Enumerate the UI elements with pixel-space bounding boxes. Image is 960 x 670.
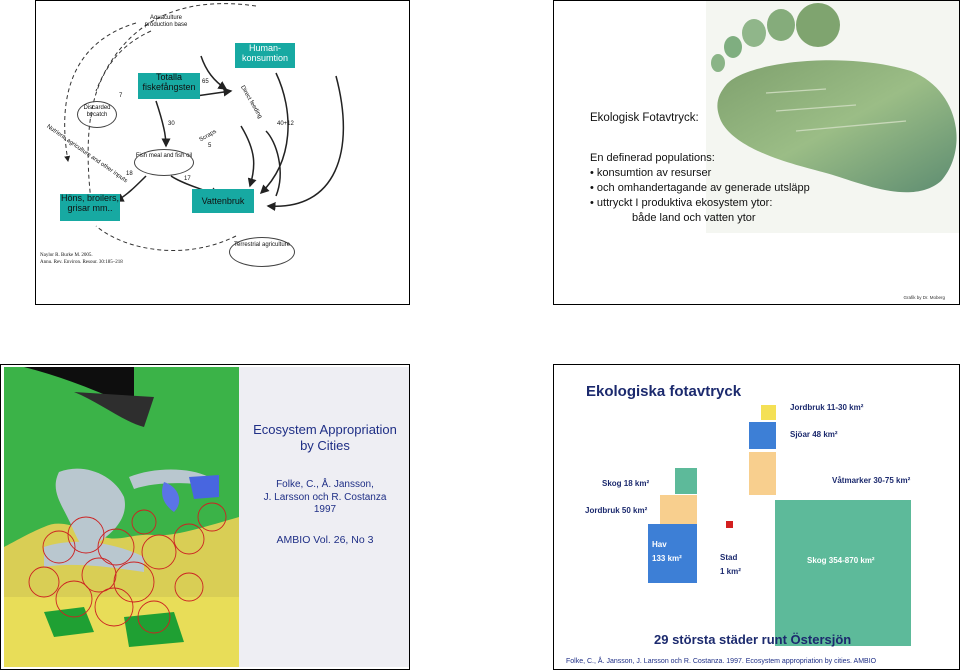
caption: 29 största städer runt Östersjön [654,632,852,647]
footprint-icon [711,3,957,193]
intro-line: En definerad populations: [590,152,715,164]
square-skog-right [775,500,911,646]
label-jordbruk-right: Jordbruk 11-30 km² [790,403,864,412]
slide-ecological-footprint: Ekologisk Fotavtryck: En definerad popul… [553,0,960,305]
right-panel-background [239,367,409,667]
graphic-credit: Grafik by Dr. Moberg [903,295,945,300]
node-aquaculture: Aquaculture production base [144,15,188,28]
citation-block: Folke, C., Å. Jansson, J. Larsson och R.… [263,479,387,546]
node-fish-meal: Fish meal and fish oil [134,149,194,176]
flow-value-17: 17 [184,176,191,182]
footprint-photo [706,1,959,233]
node-discarded-bycatch: Discarded bycatch [77,101,117,128]
node-human-consumption: Human-konsumtion [235,43,295,68]
definition-text: En definerad populations: • konsumtion a… [590,151,810,226]
slide-footprint-areas: Ekologiska fotavtryck Jordbruk 11-30 km²… [553,364,960,670]
node-total-catch: Totalla fiskefångsten [138,72,200,99]
label-sjoar: Sjöar 48 km² [790,430,838,439]
label-jordbruk-left: Jordbruk 50 km² [585,506,648,515]
bullet-item: • och omhandertagande av generade utsläp… [590,182,810,194]
bullet-item: • konsumtion av resurser [590,167,712,179]
flow-arrows [64,3,345,251]
square-jordbruk-left [660,495,697,524]
label-vatmarker: Våtmarker 30-75 km² [832,476,911,485]
flow-value-5: 5 [208,143,212,149]
node-terrestrial: Terrestrial agriculture [229,237,295,267]
label-skog-left: Skog 18 km² [602,479,650,488]
slide-ecosystem-appropriation: Ecosystem Appropriation by Cities Folke,… [0,364,410,670]
citation: Folke, C., Å. Jansson, J. Larsson och R.… [566,658,877,665]
baltic-map-graphic [4,367,239,667]
slide-title: Ekologisk Fotavtryck: [590,112,699,124]
continuation-line: både land och vatten ytor [632,212,756,224]
square-sjoar [749,422,776,449]
nordic-map [4,367,239,667]
slide-aquaculture-flow: Aquaculture production base Human-konsum… [35,0,410,305]
square-skog-left [675,468,697,494]
label-stad: Stad 1 km² [720,553,741,576]
bullet-item: • uttryckt I produktiva ekosystem ytor: [590,197,773,209]
label-hav: Hav 133 km² [652,540,682,563]
square-jordbruk-right [761,405,776,420]
flow-value-65: 65 [202,79,209,85]
square-vatmarker [749,452,776,495]
node-aquaculture-farming: Vattenbruk [192,189,254,213]
square-hav [648,524,697,583]
slide-title: Ecosystem Appropriation by Cities [253,422,397,453]
label-skog-right: Skog 354-870 km² [807,556,875,565]
flow-value-7: 7 [119,93,123,99]
flow-value-18: 18 [126,171,133,177]
node-livestock: Höns, broilers, grisar mm.. [60,193,120,221]
square-stad [726,521,733,528]
citation: Naylor R. Burke M. 2005. Annu. Rev. Envi… [40,253,123,265]
flow-value-30: 30 [168,121,175,127]
flow-value-40-12: 40+12 [277,121,294,127]
slide-title: Ekologiska fotavtryck [586,383,742,400]
